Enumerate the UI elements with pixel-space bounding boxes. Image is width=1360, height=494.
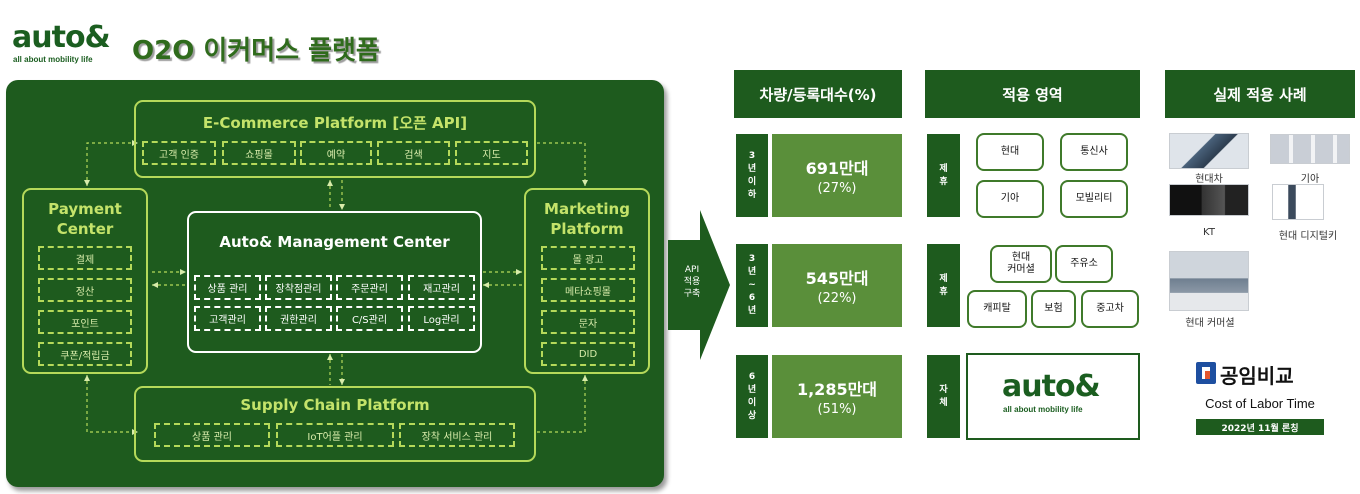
partner-pill: 주유소 [1055, 245, 1113, 283]
column-header-scope: 적용 영역 [925, 70, 1140, 118]
vehicle-count: 691만대 [805, 159, 869, 178]
ecommerce-item: 쇼핑몰 [222, 141, 296, 165]
partner-pill: 현대 [976, 133, 1044, 171]
partner-pill: 캐피탈 [967, 290, 1027, 328]
management-item: Log관리 [408, 306, 475, 331]
ecommerce-item: 고객 인증 [142, 141, 216, 165]
vehicle-count: 545만대 [805, 269, 869, 288]
management-item: 주문관리 [336, 275, 403, 300]
column-header-cases: 실제 적용 사례 [1165, 70, 1355, 118]
gongim-logo-icon [1196, 362, 1216, 384]
auto-logo-card: auto& all about mobility life [966, 353, 1140, 440]
vehicle-percent: (27%) [817, 181, 857, 196]
ecommerce-item: 지도 [455, 141, 528, 165]
supply-item: 장착 서비스 관리 [399, 423, 515, 447]
row-count-cell: 1,285만대 (51%) [772, 355, 902, 438]
row-count-cell: 545만대 (22%) [772, 244, 902, 327]
case-caption: 현대 커머셜 [1185, 318, 1235, 329]
gongim-brand-name: 공임비교 [1220, 364, 1294, 388]
api-arrow-label: API 적용 구축 [683, 265, 701, 299]
supply-chain-box: Supply Chain Platform [134, 386, 536, 462]
management-item: 상품 관리 [194, 275, 261, 300]
platform-diagram-panel [6, 80, 664, 487]
management-item: 장착점관리 [265, 275, 332, 300]
case-caption: 현대 디지털키 [1278, 231, 1338, 242]
supply-title: Supply Chain Platform [240, 396, 430, 414]
vehicle-count: 1,285만대 [796, 380, 878, 399]
marketing-item: 몰 광고 [541, 246, 635, 270]
auto-logo-text: auto& [12, 20, 111, 55]
supply-item: 상품 관리 [154, 423, 270, 447]
management-title: Auto& Management Center [219, 233, 450, 251]
row-count-cell: 691만대 (27%) [772, 134, 902, 217]
marketing-title-line2: Platform [550, 220, 624, 238]
ecommerce-platform-box: E-Commerce Platform [오픈 API] [134, 100, 536, 178]
case-caption: 현대차 [1195, 174, 1223, 185]
partner-pill: 기아 [976, 180, 1044, 218]
payment-title-line1: Payment [48, 200, 122, 218]
auto-logo-tagline: all about mobility life [13, 55, 93, 64]
marketing-item: DID [541, 342, 635, 366]
auto-logo-text: auto& [1002, 369, 1101, 404]
payment-title-line2: Center [56, 220, 114, 238]
payment-center-box: Payment Center [22, 188, 148, 374]
row-age-label: 3 년 ~ 6 년 [736, 244, 768, 327]
management-item: 권한관리 [265, 306, 332, 331]
management-item: 고객관리 [194, 306, 261, 331]
case-caption: 기아 [1300, 174, 1320, 185]
column-header-vehicles: 차량/등록대수(%) [734, 70, 902, 118]
partner-pill: 모빌리티 [1060, 180, 1128, 218]
auto-logo-tagline: all about mobility life [1003, 405, 1083, 414]
case-thumbnail-kia [1270, 134, 1350, 164]
row-type-label: 제 휴 [927, 244, 960, 327]
marketing-title-line1: Marketing [544, 200, 630, 218]
case-thumbnail-hyundai [1169, 133, 1249, 169]
marketing-item: 문자 [541, 310, 635, 334]
partner-pill: 통신사 [1060, 133, 1128, 171]
payment-item: 쿠폰/적립금 [38, 342, 132, 366]
payment-item: 포인트 [38, 310, 132, 334]
partner-pill: 현대 커머셜 [990, 245, 1052, 283]
case-thumbnail-kt [1169, 184, 1249, 216]
management-item: 재고관리 [408, 275, 475, 300]
vehicle-percent: (22%) [817, 291, 857, 306]
ecommerce-item: 예약 [300, 141, 372, 165]
row-type-label: 제 휴 [927, 134, 960, 217]
payment-item: 정산 [38, 278, 132, 302]
ecommerce-item: 검색 [377, 141, 450, 165]
marketing-item: 메타쇼핑몰 [541, 278, 635, 302]
case-thumbnail-commercial [1169, 251, 1249, 311]
vehicle-percent: (51%) [817, 402, 857, 417]
supply-item: IoT어플 관리 [276, 423, 394, 447]
payment-item: 결제 [38, 246, 132, 270]
row-age-label: 3 년 이 하 [736, 134, 768, 217]
gongim-launch-badge: 2022년 11월 론칭 [1196, 419, 1324, 435]
page-title: O2O 이커머스 플랫폼 [132, 36, 380, 66]
case-caption: KT [1203, 227, 1215, 238]
row-type-label: 자 체 [927, 355, 960, 438]
ecommerce-title: E-Commerce Platform [오픈 API] [202, 114, 468, 132]
gongim-subtitle: Cost of Labor Time [1205, 396, 1315, 411]
case-thumbnail-digital-key [1272, 184, 1324, 220]
management-center-box: Auto& Management Center [187, 211, 482, 353]
management-item: C/S관리 [336, 306, 403, 331]
partner-pill: 중고차 [1081, 290, 1139, 328]
row-age-label: 6 년 이 상 [736, 355, 768, 438]
partner-pill: 보험 [1031, 290, 1076, 328]
marketing-platform-box: Marketing Platform [524, 188, 650, 374]
